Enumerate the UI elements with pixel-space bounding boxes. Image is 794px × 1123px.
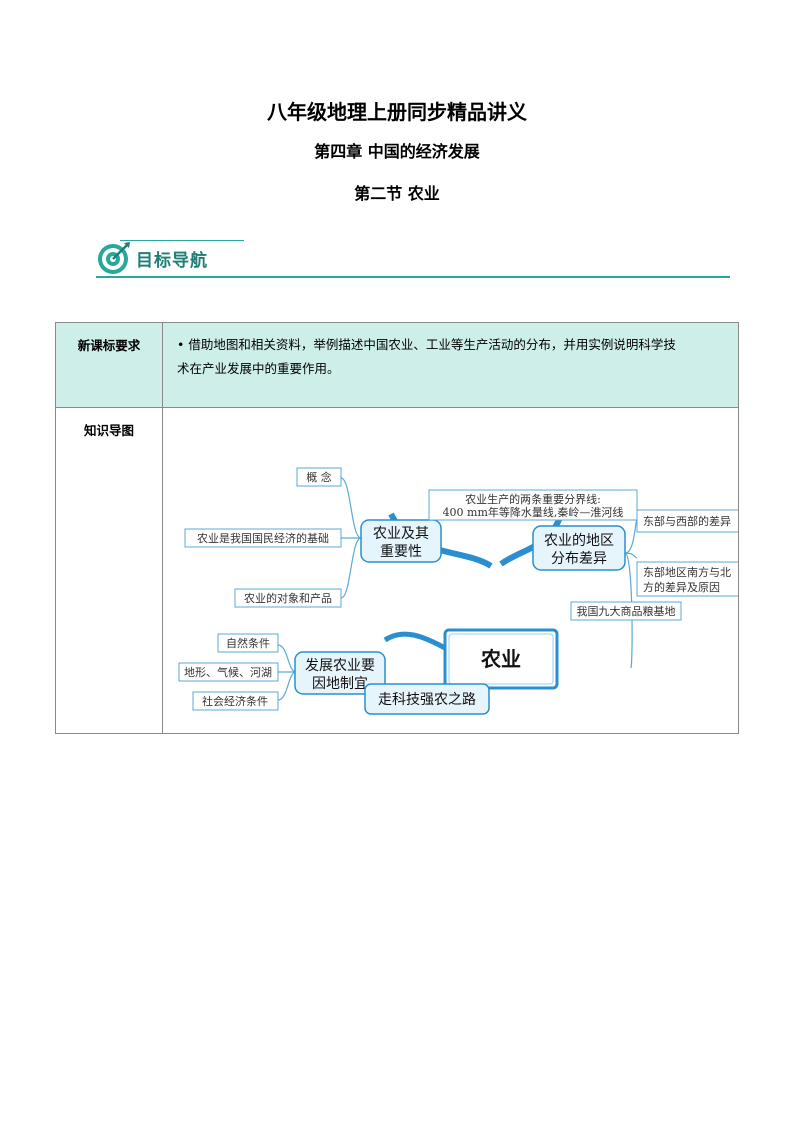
- requirement-line-2: 术在产业发展中的重要作用。: [177, 361, 340, 376]
- map-label: 知识导图: [55, 407, 163, 734]
- branch-region-note: 农业生产的两条重要分界线: 400 mm年等降水量线,秦岭—淮河线: [428, 489, 638, 521]
- mind-map-bottom: 走科技强农之路: [364, 683, 490, 715]
- branch-local: 发展农业要 因地制宜: [294, 651, 386, 695]
- region-leaf-1: 东部与西部的差异: [636, 509, 738, 533]
- importance-leaf-3: 农业的对象和产品: [234, 588, 342, 608]
- branch-region-line2: 分布差异: [551, 551, 607, 567]
- center-label: 农业: [480, 647, 521, 671]
- svg-text:400 mm年等降水量线,秦岭—淮河线: 400 mm年等降水量线,秦岭—淮河线: [443, 505, 624, 519]
- svg-text:方的差异及原因: 方的差异及原因: [643, 580, 720, 594]
- local-leaf-2: 地形、气候、河湖: [178, 662, 279, 682]
- target-icon: [98, 242, 130, 274]
- svg-text:农业生产的两条重要分界线:: 农业生产的两条重要分界线:: [465, 492, 601, 506]
- document-title: 八年级地理上册同步精品讲义: [267, 100, 527, 124]
- branch-importance-line2: 重要性: [380, 544, 422, 560]
- svg-text:农业的对象和产品: 农业的对象和产品: [244, 591, 332, 605]
- branch-local-line1: 发展农业要: [305, 658, 375, 674]
- requirement-row: 新课标要求 • 借助地图和相关资料，举例描述中国农业、工业等生产活动的分布，并用…: [55, 322, 739, 408]
- chapter-title: 第四章 中国的经济发展: [314, 142, 480, 161]
- branch-local-line2: 因地制宜: [312, 676, 368, 692]
- svg-text:农业是我国国民经济的基础: 农业是我国国民经济的基础: [197, 531, 329, 545]
- branch-science-label: 走科技强农之路: [378, 692, 476, 708]
- banner-rule: [96, 276, 730, 278]
- svg-text:概 念: 概 念: [306, 470, 332, 484]
- mind-map: 农业 农业及其 重要性 概 念 农业是我国国民经济的基础: [162, 407, 739, 734]
- banner-label: 目标导航: [136, 251, 208, 271]
- center-node: 农业: [443, 628, 559, 690]
- branch-importance: 农业及其 重要性: [360, 519, 442, 563]
- branch-region-line1: 农业的地区: [544, 533, 614, 549]
- local-leaf-1: 自然条件: [217, 633, 279, 653]
- section-banner: 目标导航: [96, 238, 730, 278]
- requirement-label: 新课标要求: [55, 322, 163, 408]
- svg-text:地形、气候、河湖: 地形、气候、河湖: [184, 665, 272, 679]
- svg-text:东部地区南方与北: 东部地区南方与北: [643, 565, 731, 579]
- requirement-text: • 借助地图和相关资料，举例描述中国农业、工业等生产活动的分布，并用实例说明科学…: [162, 322, 739, 408]
- connector-local: [383, 631, 447, 651]
- branch-importance-line1: 农业及其: [373, 526, 429, 542]
- branch-region: 农业的地区 分布差异: [532, 525, 626, 571]
- importance-leaf-2: 农业是我国国民经济的基础: [184, 528, 342, 548]
- region-leaf-2: 东部地区南方与北 方的差异及原因: [636, 561, 738, 597]
- branch-science-node: 走科技强农之路: [364, 683, 490, 715]
- svg-text:我国九大商品粮基地: 我国九大商品粮基地: [577, 604, 676, 618]
- info-table: 新课标要求 • 借助地图和相关资料，举例描述中国农业、工业等生产活动的分布，并用…: [55, 322, 739, 734]
- local-leaf-3: 社会经济条件: [192, 691, 279, 711]
- svg-text:社会经济条件: 社会经济条件: [202, 694, 268, 708]
- knowledge-map-row: 知识导图: [55, 407, 739, 734]
- region-base: 我国九大商品粮基地: [570, 601, 682, 621]
- section-title: 第二节 农业: [354, 184, 440, 203]
- importance-leaf-1: 概 念: [296, 467, 342, 487]
- requirement-line-1: • 借助地图和相关资料，举例描述中国农业、工业等生产活动的分布，并用实例说明科学…: [177, 337, 676, 352]
- svg-text:东部与西部的差异: 东部与西部的差异: [643, 514, 731, 528]
- svg-text:自然条件: 自然条件: [226, 636, 270, 650]
- banner-top-rule: [120, 240, 244, 241]
